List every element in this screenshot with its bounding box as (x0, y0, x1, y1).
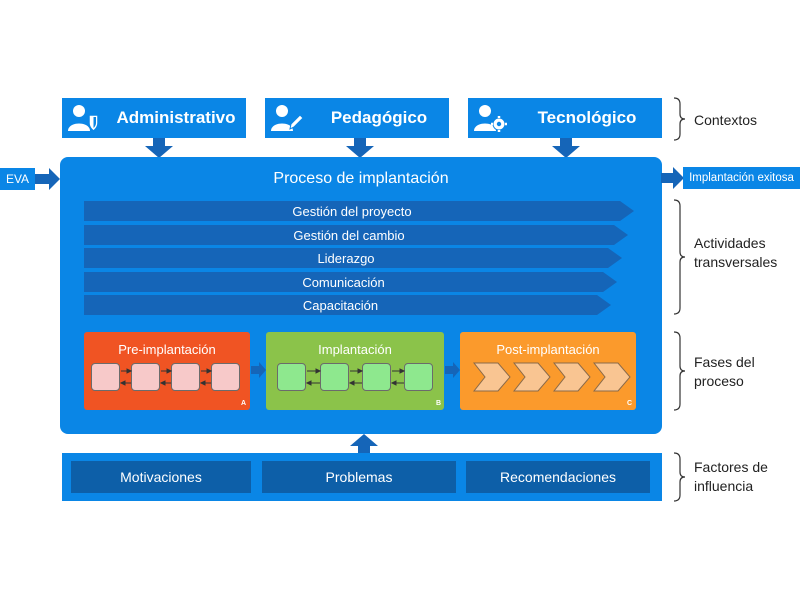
phase-letter: B (436, 400, 442, 407)
user-shield-icon (68, 105, 99, 132)
activity-label: Capacitación (302, 298, 379, 313)
phase-step (320, 363, 349, 391)
up-arrow (350, 434, 378, 454)
context-tecnologico: Tecnológico (512, 98, 662, 138)
right-arrow (661, 167, 684, 189)
activity-label: Liderazgo (317, 251, 375, 266)
factor-motivaciones: Motivaciones (71, 461, 251, 493)
phase-letter: A (241, 400, 247, 407)
input-label: EVA (5, 172, 30, 186)
phase-title: Post-implantación (496, 342, 600, 357)
context-label: Tecnológico (537, 108, 637, 127)
down-arrow (346, 138, 374, 158)
label-contextos: Contextos (694, 112, 758, 128)
context-label: Pedagógico (330, 108, 428, 127)
phase-letter: C (627, 400, 633, 407)
user-pencil-icon (271, 105, 304, 131)
bracket (673, 331, 686, 411)
input-eva: EVA (0, 168, 35, 190)
bracket (673, 452, 686, 502)
phase-step (211, 363, 240, 391)
context-pedagogico-icon-box (265, 98, 309, 138)
down-arrow (552, 138, 580, 158)
activity-label: Gestión del cambio (293, 228, 405, 243)
context-administrativo-icon-box (62, 98, 106, 138)
phase-step (277, 363, 306, 391)
phase-step (91, 363, 120, 391)
phase-step (131, 363, 160, 391)
down-arrow (145, 138, 173, 158)
process-title: Proceso de implantación (273, 170, 449, 187)
phase-title: Pre-implantación (118, 342, 216, 357)
phase-step (171, 363, 200, 391)
factor-label: Motivaciones (120, 469, 202, 485)
phase-title: Implantación (318, 342, 392, 357)
context-label: Administrativo (116, 108, 236, 127)
bracket (673, 97, 686, 141)
factor-label: Recomendaciones (500, 469, 616, 485)
output-label: Implantación exitosa (689, 172, 794, 184)
context-administrativo: Administrativo (106, 98, 246, 138)
label-actividades: Actividades transversales (694, 235, 778, 270)
factor-problemas: Problemas (262, 461, 456, 493)
factor-recomendaciones: Recomendaciones (466, 461, 650, 493)
activity-label: Comunicación (302, 275, 385, 290)
right-arrow (35, 168, 60, 190)
context-pedagogico: Pedagógico (309, 98, 449, 138)
output-box: Implantación exitosa (683, 167, 800, 189)
phase-step (404, 363, 433, 391)
activity-label: Gestión del proyecto (292, 204, 412, 219)
user-gear-icon (474, 105, 507, 132)
factor-label: Problemas (325, 469, 393, 485)
bracket (673, 199, 686, 315)
label-fases: Fases del proceso (694, 354, 755, 389)
label-factores: Factores de influencia (694, 459, 768, 494)
context-tecnologico-icon-box (468, 98, 512, 138)
phase-step (362, 363, 391, 391)
